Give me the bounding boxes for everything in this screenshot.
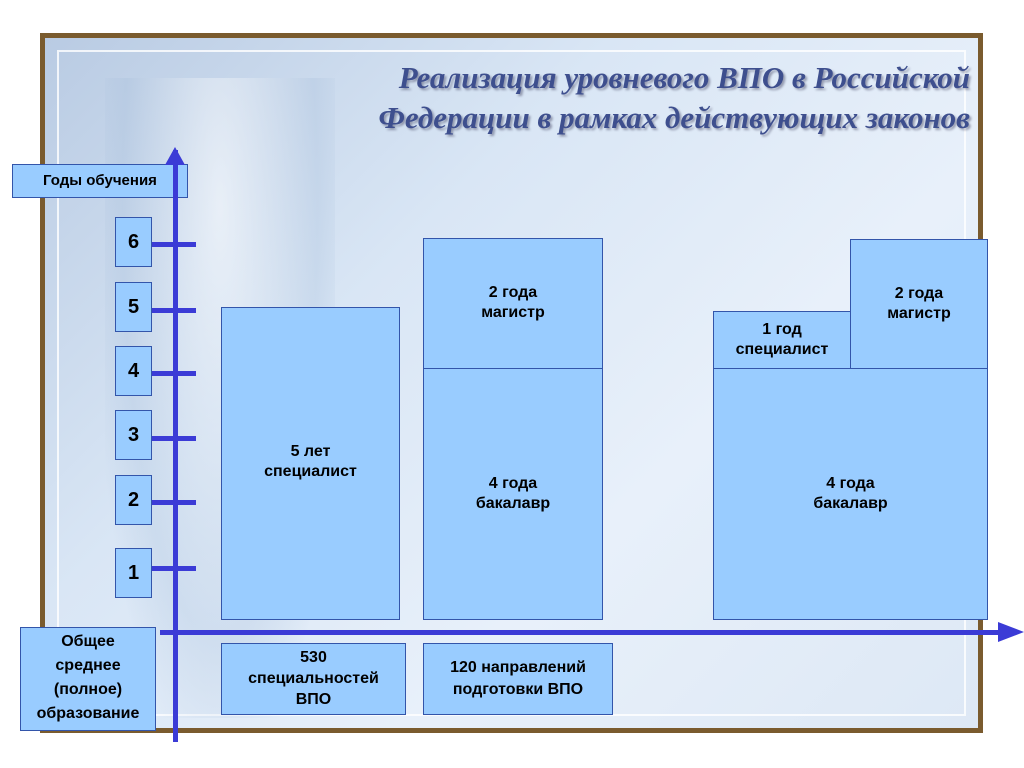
combined-specialist-duration: 1 год xyxy=(762,321,802,338)
specialist-duration: 5 лет xyxy=(290,443,331,460)
year-tick-3 xyxy=(152,436,196,441)
bachelor-degree: бакалавр xyxy=(475,495,551,512)
specialties-line-2: специальностей xyxy=(248,670,379,687)
directions-line-2: подготовки ВПО xyxy=(452,681,584,698)
year-box-5: 5 xyxy=(115,282,152,332)
specialist-1-year-box: 1 год специалист xyxy=(713,311,851,369)
directions-count-box: 120 направлений подготовки ВПО xyxy=(423,643,613,715)
x-axis-line xyxy=(160,630,1005,635)
combined-specialist-degree: специалист xyxy=(735,341,829,358)
y-axis-arrowhead xyxy=(165,147,185,165)
year-tick-2 xyxy=(152,500,196,505)
bachelor-4-years-box: 4 года бакалавр xyxy=(423,368,603,620)
year-tick-6 xyxy=(152,242,196,247)
year-box-1: 1 xyxy=(115,548,152,598)
title-line-1: Реализация уровневого ВПО в Российской xyxy=(398,60,970,95)
origin-line-1: Общее xyxy=(61,633,115,650)
specialist-degree: специалист xyxy=(264,463,357,480)
title-line-2: Федерации в рамках действующих законов xyxy=(378,100,970,135)
y-axis-line xyxy=(173,150,178,742)
year-box-4: 4 xyxy=(115,346,152,396)
combined-bachelor-duration: 4 года xyxy=(826,475,875,492)
origin-label: Общее среднее (полное) образование xyxy=(20,627,156,731)
slide-title: Реализация уровневого ВПО в Российской Ф… xyxy=(200,58,970,138)
specialist-5-years-box: 5 лет специалист xyxy=(221,307,400,620)
year-tick-5 xyxy=(152,308,196,313)
year-box-2: 2 xyxy=(115,475,152,525)
origin-line-4: образование xyxy=(36,705,140,722)
master-2-years-box: 2 года магистр xyxy=(423,238,603,369)
year-box-3: 3 xyxy=(115,410,152,460)
combined-bachelor-4-years-box: 4 года бакалавр xyxy=(713,368,988,620)
combined-bachelor-degree: бакалавр xyxy=(813,495,888,512)
combined-master-duration: 2 года xyxy=(894,285,944,302)
combined-master-degree: магистр xyxy=(887,305,951,322)
specialties-line-1: 530 xyxy=(300,649,327,666)
master-degree: магистр xyxy=(481,304,545,321)
specialties-count-box: 530 специальностей ВПО xyxy=(221,643,406,715)
year-box-6: 6 xyxy=(115,217,152,267)
specialties-line-3: ВПО xyxy=(295,691,332,708)
year-tick-4 xyxy=(152,371,196,376)
directions-line-1: 120 направлений xyxy=(450,659,586,676)
y-axis-label-text: Годы обучения xyxy=(43,172,157,189)
origin-line-2: среднее xyxy=(55,657,121,674)
x-axis-arrowhead xyxy=(998,622,1024,642)
y-axis-label: Годы обучения xyxy=(12,164,188,198)
master-duration: 2 года xyxy=(488,284,538,301)
year-tick-1 xyxy=(152,566,196,571)
combined-master-2-years-box: 2 года магистр xyxy=(850,239,988,369)
origin-line-3: (полное) xyxy=(53,681,123,698)
bachelor-duration: 4 года xyxy=(488,475,538,492)
